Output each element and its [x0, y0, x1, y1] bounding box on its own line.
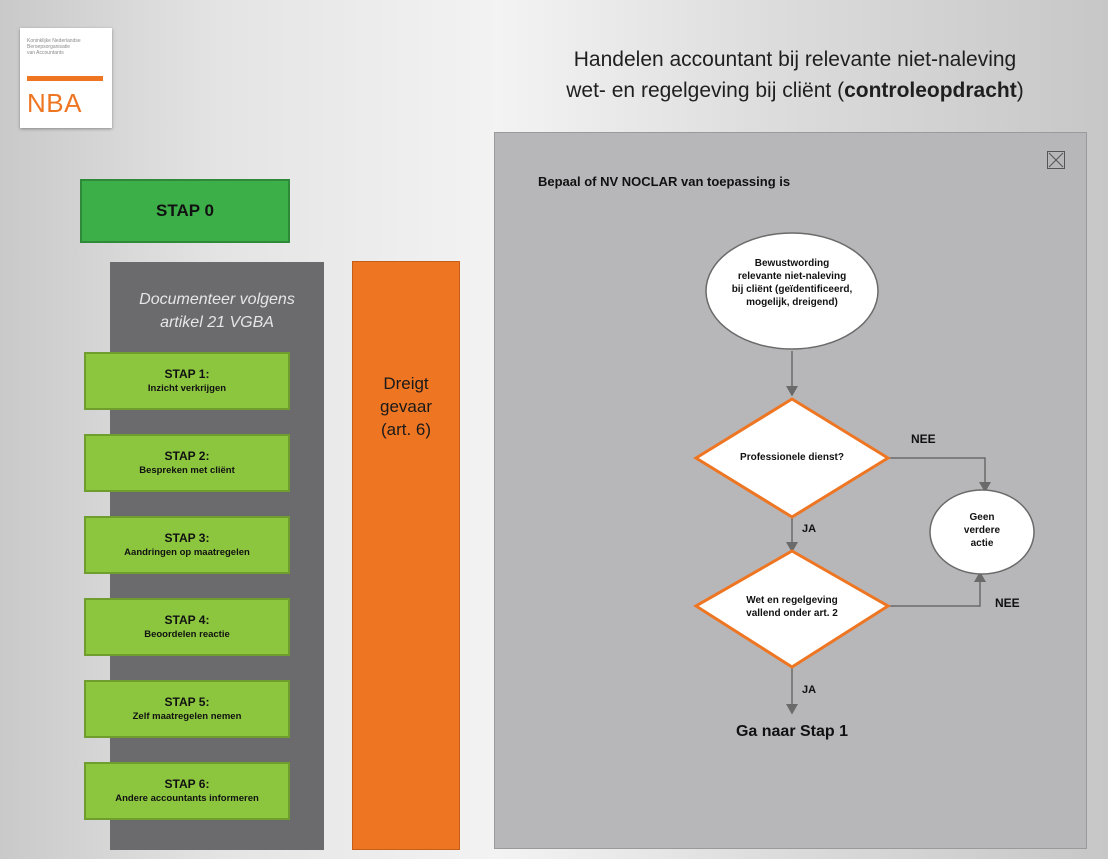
start-node: [705, 232, 879, 350]
ja-label-1: JA: [802, 523, 817, 535]
logo-line: van Accountants: [27, 50, 64, 56]
title-line-2: wet- en regelgeving bij cliënt (controle…: [515, 75, 1075, 106]
start-line: Bewustwording: [754, 258, 830, 269]
decision2-line: vallend onder art. 2: [746, 608, 838, 619]
stap5-button[interactable]: STAP 5: Zelf maatregelen nemen: [84, 680, 290, 738]
documenteer-line: Documenteer volgens: [139, 291, 295, 308]
title-line2-prefix: wet- en regelgeving bij cliënt (: [566, 79, 845, 102]
end-line: Geen: [969, 512, 995, 523]
logo-line: Beroepsorganisatie: [27, 44, 71, 50]
end-node-label: Geen verdere actie: [942, 511, 1022, 550]
stap6-button[interactable]: STAP 6: Andere accountants informeren: [84, 762, 290, 820]
go-to-stap1-link[interactable]: Ga naar Stap 1: [735, 723, 849, 740]
decision2-diamond: [693, 549, 891, 669]
page-title: Handelen accountant bij relevante niet-n…: [515, 44, 1075, 106]
step-subtitle: Beoordelen reactie: [144, 628, 230, 640]
start-line: mogelijk, dreigend): [746, 297, 838, 308]
dreigt-gevaar-button[interactable]: Dreigt gevaar (art. 6): [352, 261, 460, 850]
logo-line: Koninklijke Nederlandse: [27, 38, 81, 44]
title-line2-bold: controleopdracht: [844, 79, 1017, 102]
logo-org-name: Koninklijke Nederlandse Beroepsorganisat…: [27, 38, 105, 56]
step-subtitle: Zelf maatregelen nemen: [132, 710, 242, 722]
end-line: verdere: [963, 525, 1001, 536]
logo-text: NBA: [27, 88, 82, 118]
dreigt-gevaar-label: Dreigt gevaar (art. 6): [353, 372, 459, 441]
step-title: STAP 5:: [164, 694, 210, 709]
step-title: STAP 3:: [164, 530, 210, 545]
step-title: STAP 2:: [164, 448, 210, 463]
stap3-button[interactable]: STAP 3: Aandringen op maatregelen: [84, 516, 290, 574]
start-line: bij cliënt (geïdentificeerd,: [731, 284, 853, 295]
panel-heading: Bepaal of NV NOCLAR van toepassing is: [538, 174, 791, 189]
flowchart: [693, 232, 1035, 715]
decision1-diamond: [693, 397, 891, 519]
decision2-line: Wet en regelgeving: [746, 595, 838, 606]
documenteer-line: artikel 21 VGBA: [160, 314, 274, 331]
stap1-button[interactable]: STAP 1: Inzicht verkrijgen: [84, 352, 290, 410]
end-node: [929, 489, 1035, 575]
close-icon[interactable]: [1047, 151, 1065, 169]
start-line: relevante niet-naleving: [737, 271, 847, 282]
step-title: STAP 4:: [164, 612, 210, 627]
documenteer-column: Documenteer volgens artikel 21 VGBA STAP…: [84, 262, 324, 850]
step-subtitle: Bespreken met cliënt: [139, 464, 235, 476]
step-title: STAP 1:: [164, 366, 210, 381]
nba-logo: Koninklijke Nederlandse Beroepsorganisat…: [20, 28, 112, 128]
arrow-decision1-nee: [888, 457, 991, 493]
step-subtitle: Inzicht verkrijgen: [147, 382, 227, 394]
title-line2-suffix: ): [1016, 79, 1024, 102]
stap4-button[interactable]: STAP 4: Beoordelen reactie: [84, 598, 290, 656]
step-subtitle: Andere accountants informeren: [115, 792, 259, 804]
dreigt-line: Dreigt: [383, 374, 429, 393]
decision1-label: Professionele dienst?: [740, 452, 844, 463]
decision2-label: Wet en regelgeving vallend onder art. 2: [702, 594, 882, 620]
title-line-1: Handelen accountant bij relevante niet-n…: [573, 48, 1017, 71]
noclar-panel: Bepaal of NV NOCLAR van toepassing is Be…: [494, 132, 1087, 849]
nee-label-2: NEE: [995, 596, 1020, 610]
step-title: STAP 6:: [164, 776, 210, 791]
dreigt-line: (art. 6): [380, 420, 432, 439]
end-line: actie: [970, 538, 994, 549]
nee-label-1: NEE: [911, 432, 936, 446]
stap0-button[interactable]: STAP 0: [80, 179, 290, 243]
arrow-decision2-nee: [888, 571, 986, 607]
step-subtitle: Aandringen op maatregelen: [124, 546, 250, 558]
start-node-label: Bewustwording relevante niet-naleving bi…: [707, 257, 877, 309]
documenteer-title: Documenteer volgens artikel 21 VGBA: [110, 288, 324, 334]
ja-label-2: JA: [802, 684, 817, 696]
stap2-button[interactable]: STAP 2: Bespreken met cliënt: [84, 434, 290, 492]
logo-bar: [27, 76, 103, 81]
dreigt-line: gevaar: [380, 397, 432, 416]
